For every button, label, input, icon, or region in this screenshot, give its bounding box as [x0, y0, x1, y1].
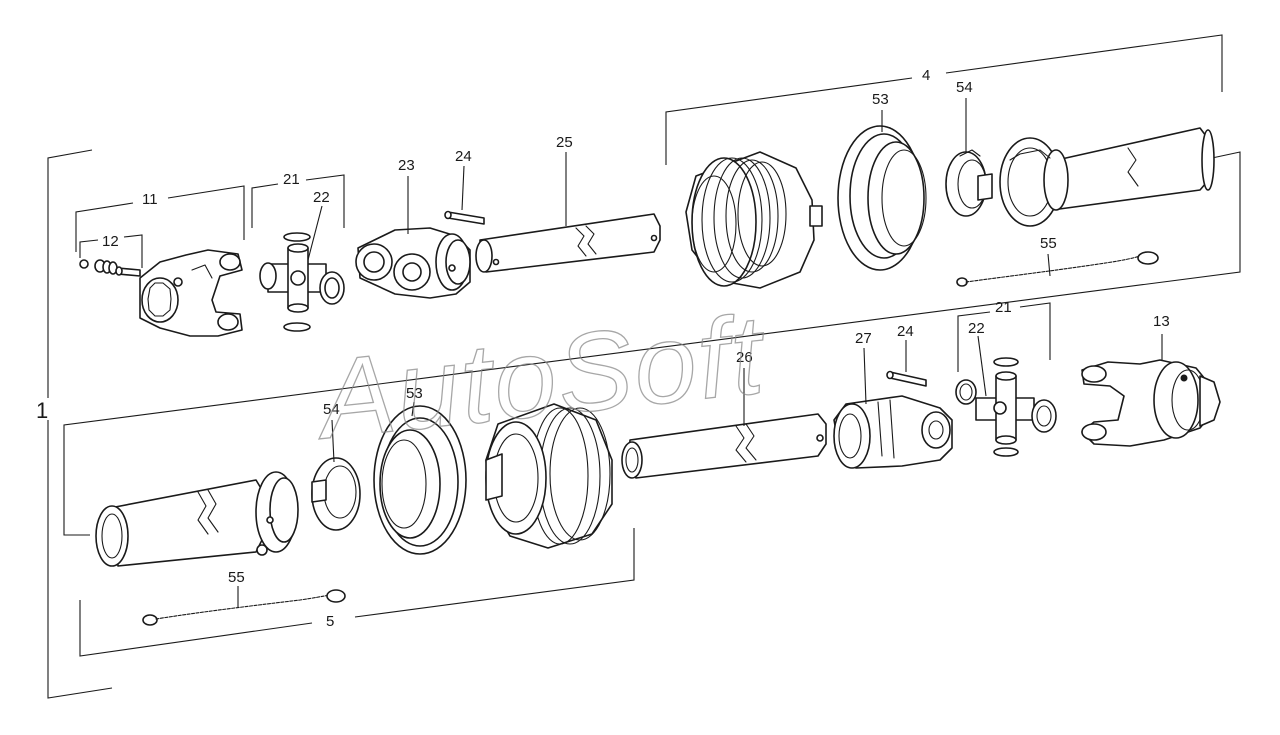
part-55-chain-top	[956, 251, 1159, 287]
part-54-bearing-ring-top	[945, 149, 993, 217]
callout-27: 27	[855, 330, 872, 347]
part-27-inner-yoke-bottom	[833, 395, 953, 469]
callout-26: 26	[736, 349, 753, 366]
part-24-roll-pin-top	[444, 210, 485, 225]
callout-55-bottom: 55	[228, 569, 245, 586]
bracket-assembly-1	[47, 149, 113, 699]
callout-21-top: 21	[283, 171, 300, 188]
callout-13: 13	[1153, 313, 1170, 330]
leader-lines	[237, 98, 1163, 608]
callout-54-bottom: 54	[323, 401, 340, 418]
callout-53-top: 53	[872, 91, 889, 108]
bracket-11	[75, 185, 245, 252]
callout-4: 4	[922, 67, 930, 84]
part-53-ring-top	[837, 125, 927, 271]
part-11-yoke	[139, 249, 243, 337]
callout-24-bottom: 24	[897, 323, 914, 340]
callout-1: 1	[36, 398, 48, 423]
part-54-bearing-ring-bottom	[311, 457, 361, 531]
callout-labels: 1 4 5 11 12 13 21 21 22 22 23 24 24 25 2…	[36, 67, 1170, 630]
part-4-outer-tube-top	[999, 127, 1215, 227]
callout-21-bottom: 21	[995, 299, 1012, 316]
bracket-12	[79, 234, 143, 268]
callout-23: 23	[398, 157, 415, 174]
part-23-inner-yoke	[355, 227, 471, 299]
bracket-group-5	[79, 528, 635, 657]
part-5-outer-tube-bottom	[95, 471, 299, 567]
part-24-roll-pin-bottom	[886, 370, 927, 387]
part-25-inner-tube	[475, 213, 661, 273]
callout-53-bottom: 53	[406, 385, 423, 402]
bracket-right-connector	[63, 151, 1241, 536]
part-4-guard-cone-top	[685, 151, 823, 289]
part-5-guard-cone-bottom	[485, 403, 613, 549]
callout-11: 11	[142, 191, 158, 208]
part-55-chain-bottom	[142, 589, 346, 626]
part-21-cross-journal-bottom	[955, 357, 1057, 457]
callout-22-top: 22	[313, 189, 330, 206]
part-26-inner-tube-bottom	[621, 413, 827, 479]
callout-12: 12	[102, 233, 119, 250]
part-13-end-yoke	[1081, 359, 1221, 447]
bracket-group-4	[665, 34, 1223, 165]
bracket-21-top	[251, 174, 345, 228]
part-21-cross-journal-top	[259, 232, 345, 332]
part-12-pin-set	[79, 259, 141, 277]
callout-22-bottom: 22	[968, 320, 985, 337]
callout-5: 5	[326, 613, 334, 630]
callout-55-top: 55	[1040, 235, 1057, 252]
callout-54-top: 54	[956, 79, 973, 96]
bracket-21-bottom	[957, 302, 1051, 372]
part-53-ring-bottom	[373, 405, 467, 555]
callout-25: 25	[556, 134, 573, 151]
callout-24-top: 24	[455, 148, 472, 165]
